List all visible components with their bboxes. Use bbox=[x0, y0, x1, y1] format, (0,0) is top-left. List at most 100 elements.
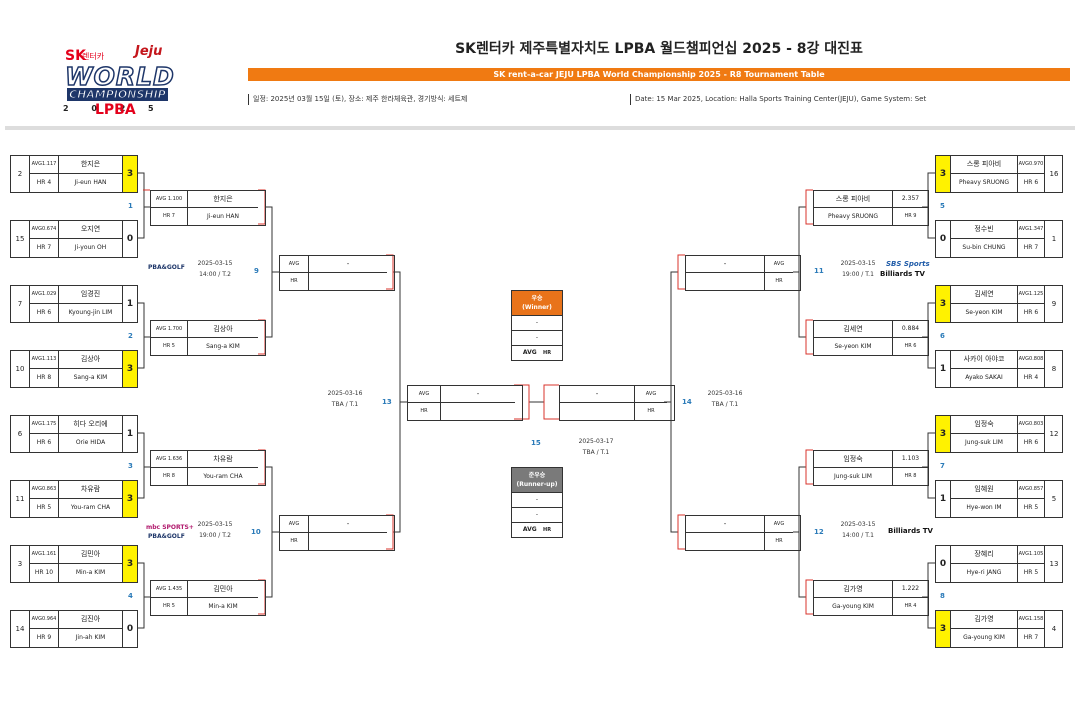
player-score: 1 bbox=[126, 299, 134, 309]
player-name-ko: 임정숙 bbox=[951, 416, 1018, 434]
player-seed: 10 bbox=[11, 351, 30, 387]
player-name-en: Ayako SAKAI bbox=[951, 369, 1018, 387]
sf-hr: HR bbox=[775, 278, 783, 284]
player-name-en: Ji-youn OH bbox=[59, 239, 123, 257]
winner-box: 우승 (Winner) - - AVG HR bbox=[511, 290, 563, 361]
player-seed: 5 bbox=[1051, 495, 1057, 503]
qf-name-ko: 김가영 bbox=[814, 581, 893, 598]
qf-avg: AVG 1.435 bbox=[151, 581, 188, 598]
schedule-time: 19:00 / T.2 bbox=[199, 532, 231, 539]
player-hr: HR 10 bbox=[30, 564, 59, 582]
player-seed: 1 bbox=[1051, 235, 1057, 243]
schedule-time: 14:00 / T.2 bbox=[199, 271, 231, 278]
sf-avg: AVG bbox=[765, 516, 793, 533]
qf-name-en: Se-yeon KIM bbox=[814, 338, 893, 355]
player-name-en: You-ram CHA bbox=[59, 499, 123, 517]
match-number: 4 bbox=[128, 592, 133, 600]
winner-hr: HR bbox=[543, 350, 552, 356]
winner-header: 우승 (Winner) bbox=[512, 291, 562, 315]
player-score: 1 bbox=[936, 481, 951, 517]
player-avg: AVG0.970 bbox=[1018, 156, 1045, 174]
qf-hr: HR 9 bbox=[904, 213, 917, 219]
match-number: 6 bbox=[940, 332, 945, 340]
player-name-en: Jung-suk LIM bbox=[951, 434, 1018, 452]
player-name-ko: 장혜리 bbox=[951, 546, 1018, 564]
player-score: 3 bbox=[123, 546, 137, 582]
schedule-m9: 2025-03-15 14:00 / T.2 bbox=[190, 258, 240, 280]
player-score: 0 bbox=[126, 624, 134, 634]
player-score: 3 bbox=[123, 351, 137, 387]
logo-sk: SK bbox=[65, 48, 86, 64]
player-seed: 16 bbox=[1049, 170, 1059, 178]
final-name: - bbox=[560, 386, 635, 403]
runnerup-label-en: (Runner-up) bbox=[516, 481, 558, 488]
qf-name-ko: 김세연 bbox=[814, 321, 893, 338]
match-number: 10 bbox=[251, 528, 261, 536]
schedule-m12: 2025-03-15 14:00 / T.1 bbox=[833, 519, 883, 541]
player-name-en: Kyoung-jin LIM bbox=[59, 304, 123, 322]
player-name-ko: 스롱 피아비 bbox=[951, 156, 1018, 174]
player-avg: AVG1.117 bbox=[30, 156, 59, 174]
player-name-ko: 임경진 bbox=[59, 286, 123, 304]
final-box-right: - AVG HR bbox=[559, 385, 675, 421]
qf-box-left-2: AVG 1.700 HR 5 김상아 Sang-a KIM bbox=[150, 320, 266, 356]
qf-box-left-3: AVG 1.636 HR 8 차유람 You-ram CHA bbox=[150, 450, 266, 486]
qf-name-ko: 한지은 bbox=[188, 191, 258, 208]
schedule-m14: 2025-03-16 TBA / T.1 bbox=[700, 388, 750, 410]
qf-avg: 0.884 bbox=[893, 321, 928, 338]
logo-year: 2 0 2 5 bbox=[63, 104, 164, 113]
runnerup-header: 준우승 (Runner-up) bbox=[512, 468, 562, 492]
player-name-ko: 히다 오리에 bbox=[59, 416, 123, 434]
final-name-en bbox=[441, 403, 515, 420]
qf-box-right-1: 스롱 피아비 Pheavy SRUONG 2.357 HR 9 bbox=[813, 190, 929, 226]
player-name-ko: 임혜원 bbox=[951, 481, 1018, 499]
qf-name-ko: 김상아 bbox=[188, 321, 258, 338]
schedule-time: 14:00 / T.1 bbox=[842, 532, 874, 539]
subtitle-bar: SK rent-a-car JEJU LPBA World Championsh… bbox=[248, 68, 1070, 81]
final-name: - bbox=[441, 386, 515, 403]
winner-name-1: - bbox=[512, 315, 562, 330]
tournament-logo: SK 렌터카 Jeju WORLD CHAMPIONSHIP 2 0 2 5 L… bbox=[55, 38, 195, 118]
player-avg: AVG1.175 bbox=[30, 416, 59, 434]
schedule-date: 2025-03-15 bbox=[840, 521, 876, 528]
sf-hr: HR bbox=[280, 273, 309, 290]
player-hr: HR 7 bbox=[1018, 239, 1045, 257]
sf-hr: HR bbox=[280, 533, 309, 550]
qf-name-en: Pheavy SRUONG bbox=[814, 208, 893, 225]
player-hr: HR 4 bbox=[1018, 369, 1045, 387]
player-score: 0 bbox=[936, 221, 951, 257]
player-score: 3 bbox=[936, 416, 951, 452]
player-hr: HR 7 bbox=[1018, 629, 1045, 647]
player-score: 3 bbox=[123, 156, 137, 192]
player-seed: 11 bbox=[11, 481, 30, 517]
qf-name-en: Ga-young KIM bbox=[814, 598, 893, 615]
player-hr: HR 6 bbox=[30, 304, 59, 322]
winner-label: 우승 bbox=[531, 295, 543, 302]
player-avg: AVG1.105 bbox=[1018, 546, 1045, 564]
player-avg: AVG1.161 bbox=[30, 546, 59, 564]
header-divider bbox=[5, 126, 1075, 130]
player-avg: AVG0.863 bbox=[30, 481, 59, 499]
player-name-ko: 김상아 bbox=[59, 351, 123, 369]
winner-avg: AVG bbox=[522, 349, 537, 356]
sf-name-en bbox=[686, 273, 765, 290]
qf-name-ko: 스롱 피아비 bbox=[814, 191, 893, 208]
qf-avg: 2.357 bbox=[893, 191, 928, 208]
player-hr: HR 6 bbox=[1018, 434, 1045, 452]
player-seed: 7 bbox=[11, 286, 30, 322]
info-korean: 일정: 2025년 03월 15일 (토), 장소: 제주 한라체육관, 경기방… bbox=[248, 94, 467, 105]
runnerup-name-2: - bbox=[512, 507, 562, 522]
qf-hr: HR 6 bbox=[904, 343, 917, 349]
billiards-tv-logo: Billiards TV bbox=[880, 270, 925, 278]
logo-championship: CHAMPIONSHIP bbox=[67, 88, 168, 102]
player-name-en: Sang-a KIM bbox=[59, 369, 123, 387]
schedule-date: 2025-03-15 bbox=[197, 521, 233, 528]
player-seed: 12 bbox=[1049, 430, 1059, 438]
